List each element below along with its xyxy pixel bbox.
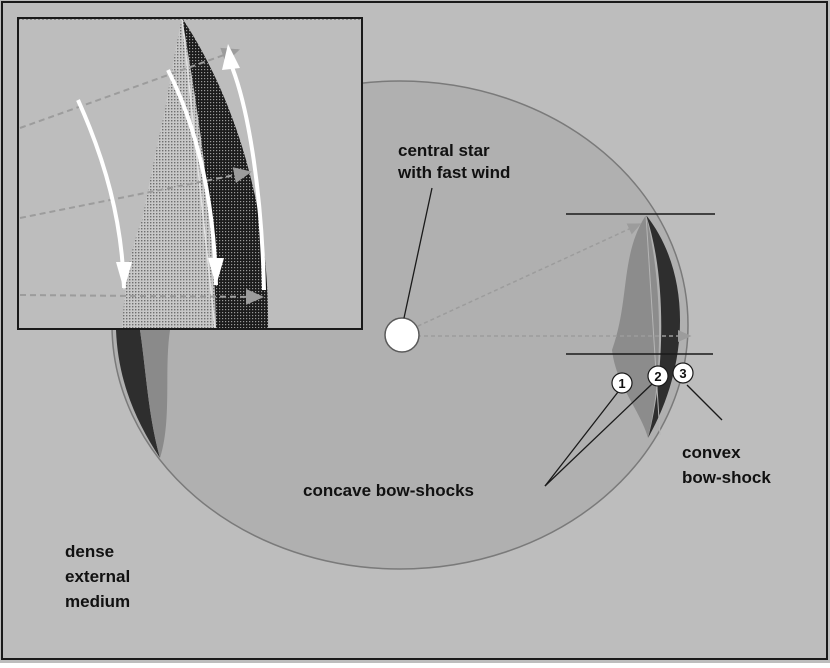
shell-boundary bbox=[645, 214, 661, 436]
inset-concave-shell bbox=[122, 18, 216, 329]
marker-1: 1 bbox=[611, 372, 633, 394]
convex-callout-line bbox=[686, 384, 723, 421]
convex-shell-left bbox=[116, 330, 160, 458]
star-callout-line bbox=[403, 187, 433, 319]
svg-text:3: 3 bbox=[679, 366, 686, 381]
marker-3: 3 bbox=[672, 362, 694, 384]
concave-callout-line-1 bbox=[544, 391, 619, 487]
label-medium: medium bbox=[65, 592, 130, 611]
label-fast-wind: with fast wind bbox=[397, 163, 510, 182]
label-dense: dense bbox=[65, 542, 114, 561]
inset-frame bbox=[17, 17, 363, 330]
inset-wind-arrow-1 bbox=[19, 47, 240, 129]
inset-wind-arrow-3 bbox=[19, 288, 264, 305]
label-convex: convex bbox=[682, 443, 741, 462]
label-central-star: central star bbox=[398, 141, 490, 160]
convex-shell-right bbox=[646, 215, 681, 438]
central-star bbox=[384, 317, 420, 353]
label-concave-bow-shocks: concave bow-shocks bbox=[303, 481, 474, 500]
wind-ray-upper bbox=[404, 223, 642, 333]
inset-convex-shell bbox=[182, 18, 269, 329]
svg-text:1: 1 bbox=[618, 376, 625, 391]
marker-2: 2 bbox=[647, 365, 669, 387]
label-external: external bbox=[65, 567, 130, 586]
concave-shell-left bbox=[140, 330, 170, 458]
inset-layer-boundary bbox=[181, 17, 216, 330]
label-convex-bow-shock: bow-shock bbox=[682, 468, 771, 487]
inset-panel bbox=[17, 17, 363, 330]
inset-wind-arrow-2 bbox=[19, 167, 252, 219]
svg-text:2: 2 bbox=[654, 369, 661, 384]
inset-flow-arrow-middle bbox=[166, 69, 218, 286]
inset-flow-arrow-right bbox=[228, 61, 266, 291]
concave-callout-line-2 bbox=[544, 383, 653, 487]
